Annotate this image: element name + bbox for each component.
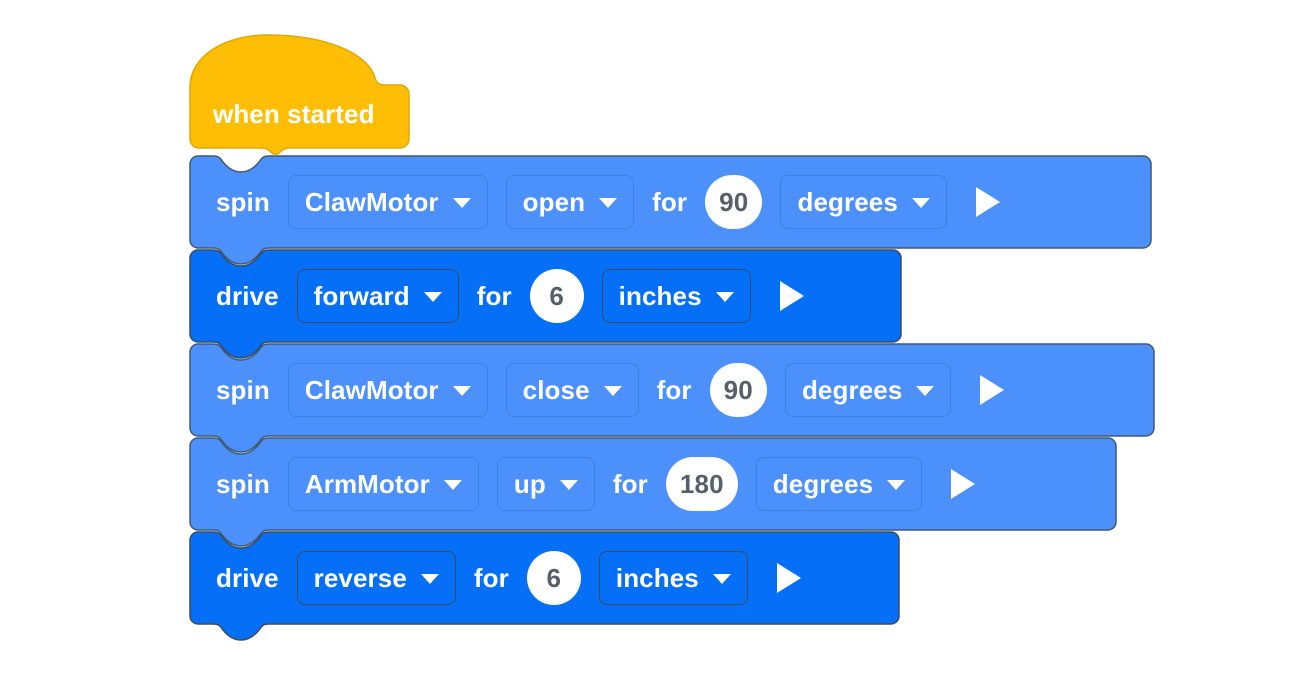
static-label-for-label: for	[612, 468, 648, 499]
chevron-down-icon	[423, 292, 442, 302]
block-spin-clawmotor-open[interactable]: spin ClawMotor open for 90 degrees	[189, 155, 1152, 265]
block-content: drive reverse for 6 inches	[189, 539, 819, 617]
block-verb-label: spin	[216, 186, 270, 217]
block-content: spin ClawMotor close for 90 degrees	[189, 351, 1022, 429]
static-label-for-label: for	[476, 280, 512, 311]
dropdown-motor[interactable]: ClawMotor	[287, 363, 488, 417]
dropdown-unit[interactable]: degrees	[780, 175, 947, 229]
play-icon[interactable]	[779, 281, 804, 311]
block-verb-label: drive	[216, 280, 279, 311]
dropdown-unit-value: degrees	[801, 374, 903, 405]
block-drive-reverse-6-inches[interactable]: drive reverse for 6 inches	[189, 531, 900, 641]
play-icon[interactable]	[951, 469, 976, 499]
dropdown-motor[interactable]: ArmMotor	[287, 457, 479, 511]
dropdown-direction-value: close	[522, 374, 590, 405]
dropdown-unit-value: degrees	[772, 468, 874, 499]
dropdown-unit[interactable]: inches	[598, 551, 748, 605]
block-content: spin ClawMotor open for 90 degrees	[189, 163, 1018, 241]
dropdown-direction[interactable]: close	[505, 363, 639, 417]
block-spin-armmotor-up[interactable]: spin ArmMotor up for 180 degrees	[189, 437, 1117, 547]
block-verb-label: spin	[216, 468, 270, 499]
play-icon[interactable]	[975, 187, 1000, 217]
number-input-amount[interactable]: 90	[705, 175, 763, 229]
play-icon[interactable]	[980, 375, 1005, 405]
dropdown-direction[interactable]: open	[505, 175, 635, 229]
static-label-for-label: for	[656, 374, 692, 405]
chevron-down-icon	[420, 574, 439, 584]
block-spin-clawmotor-close[interactable]: spin ClawMotor close for 90 degrees	[189, 343, 1155, 453]
dropdown-direction-value: up	[513, 468, 546, 499]
when-started-label: when started	[213, 99, 375, 129]
dropdown-direction[interactable]: reverse	[296, 551, 456, 605]
hat-block-shape	[189, 34, 410, 155]
play-icon[interactable]	[776, 563, 801, 593]
block-verb-label: spin	[216, 374, 270, 405]
number-input-amount[interactable]: 6	[529, 269, 584, 323]
block-content: drive forward for 6 inches	[189, 257, 822, 335]
dropdown-direction-value: open	[522, 186, 586, 217]
number-input-amount-value: 180	[679, 468, 724, 499]
block-content: spin ArmMotor up for 180 degrees	[189, 445, 993, 523]
chevron-down-icon	[443, 480, 462, 490]
chevron-down-icon	[603, 386, 622, 396]
dropdown-unit[interactable]: degrees	[784, 363, 952, 417]
chevron-down-icon	[559, 480, 578, 490]
number-input-amount-value: 90	[723, 374, 753, 405]
dropdown-unit[interactable]: inches	[601, 269, 751, 323]
chevron-down-icon	[916, 386, 935, 396]
static-label-for-label: for	[652, 186, 688, 217]
dropdown-unit-value: inches	[615, 562, 699, 593]
dropdown-unit[interactable]: degrees	[755, 457, 923, 511]
dropdown-unit-value: degrees	[797, 186, 898, 217]
dropdown-direction[interactable]: forward	[296, 269, 459, 323]
dropdown-motor-value: ClawMotor	[304, 186, 439, 217]
block-drive-forward-6-inches[interactable]: drive forward for 6 inches	[189, 249, 902, 359]
chevron-down-icon	[452, 198, 471, 208]
dropdown-motor[interactable]: ClawMotor	[287, 175, 488, 229]
number-input-amount[interactable]: 90	[709, 363, 767, 417]
number-input-amount-value: 6	[546, 562, 562, 593]
chevron-down-icon	[712, 574, 731, 584]
chevron-down-icon	[911, 198, 930, 208]
dropdown-motor-value: ClawMotor	[304, 374, 439, 405]
number-input-amount-value: 90	[719, 186, 749, 217]
static-label-for-label: for	[473, 562, 509, 593]
chevron-down-icon	[599, 198, 618, 208]
dropdown-motor-value: ArmMotor	[304, 468, 430, 499]
dropdown-direction-value: reverse	[313, 562, 407, 593]
dropdown-unit-value: inches	[618, 280, 702, 311]
chevron-down-icon	[887, 480, 906, 490]
chevron-down-icon	[452, 386, 471, 396]
block-verb-label: drive	[216, 562, 279, 593]
number-input-amount[interactable]: 180	[665, 457, 738, 511]
chevron-down-icon	[715, 292, 734, 302]
number-input-amount[interactable]: 6	[526, 551, 581, 605]
dropdown-direction[interactable]: up	[496, 457, 595, 511]
number-input-amount-value: 6	[549, 280, 564, 311]
when-started-block[interactable]: when started	[189, 33, 410, 155]
dropdown-direction-value: forward	[313, 280, 410, 311]
